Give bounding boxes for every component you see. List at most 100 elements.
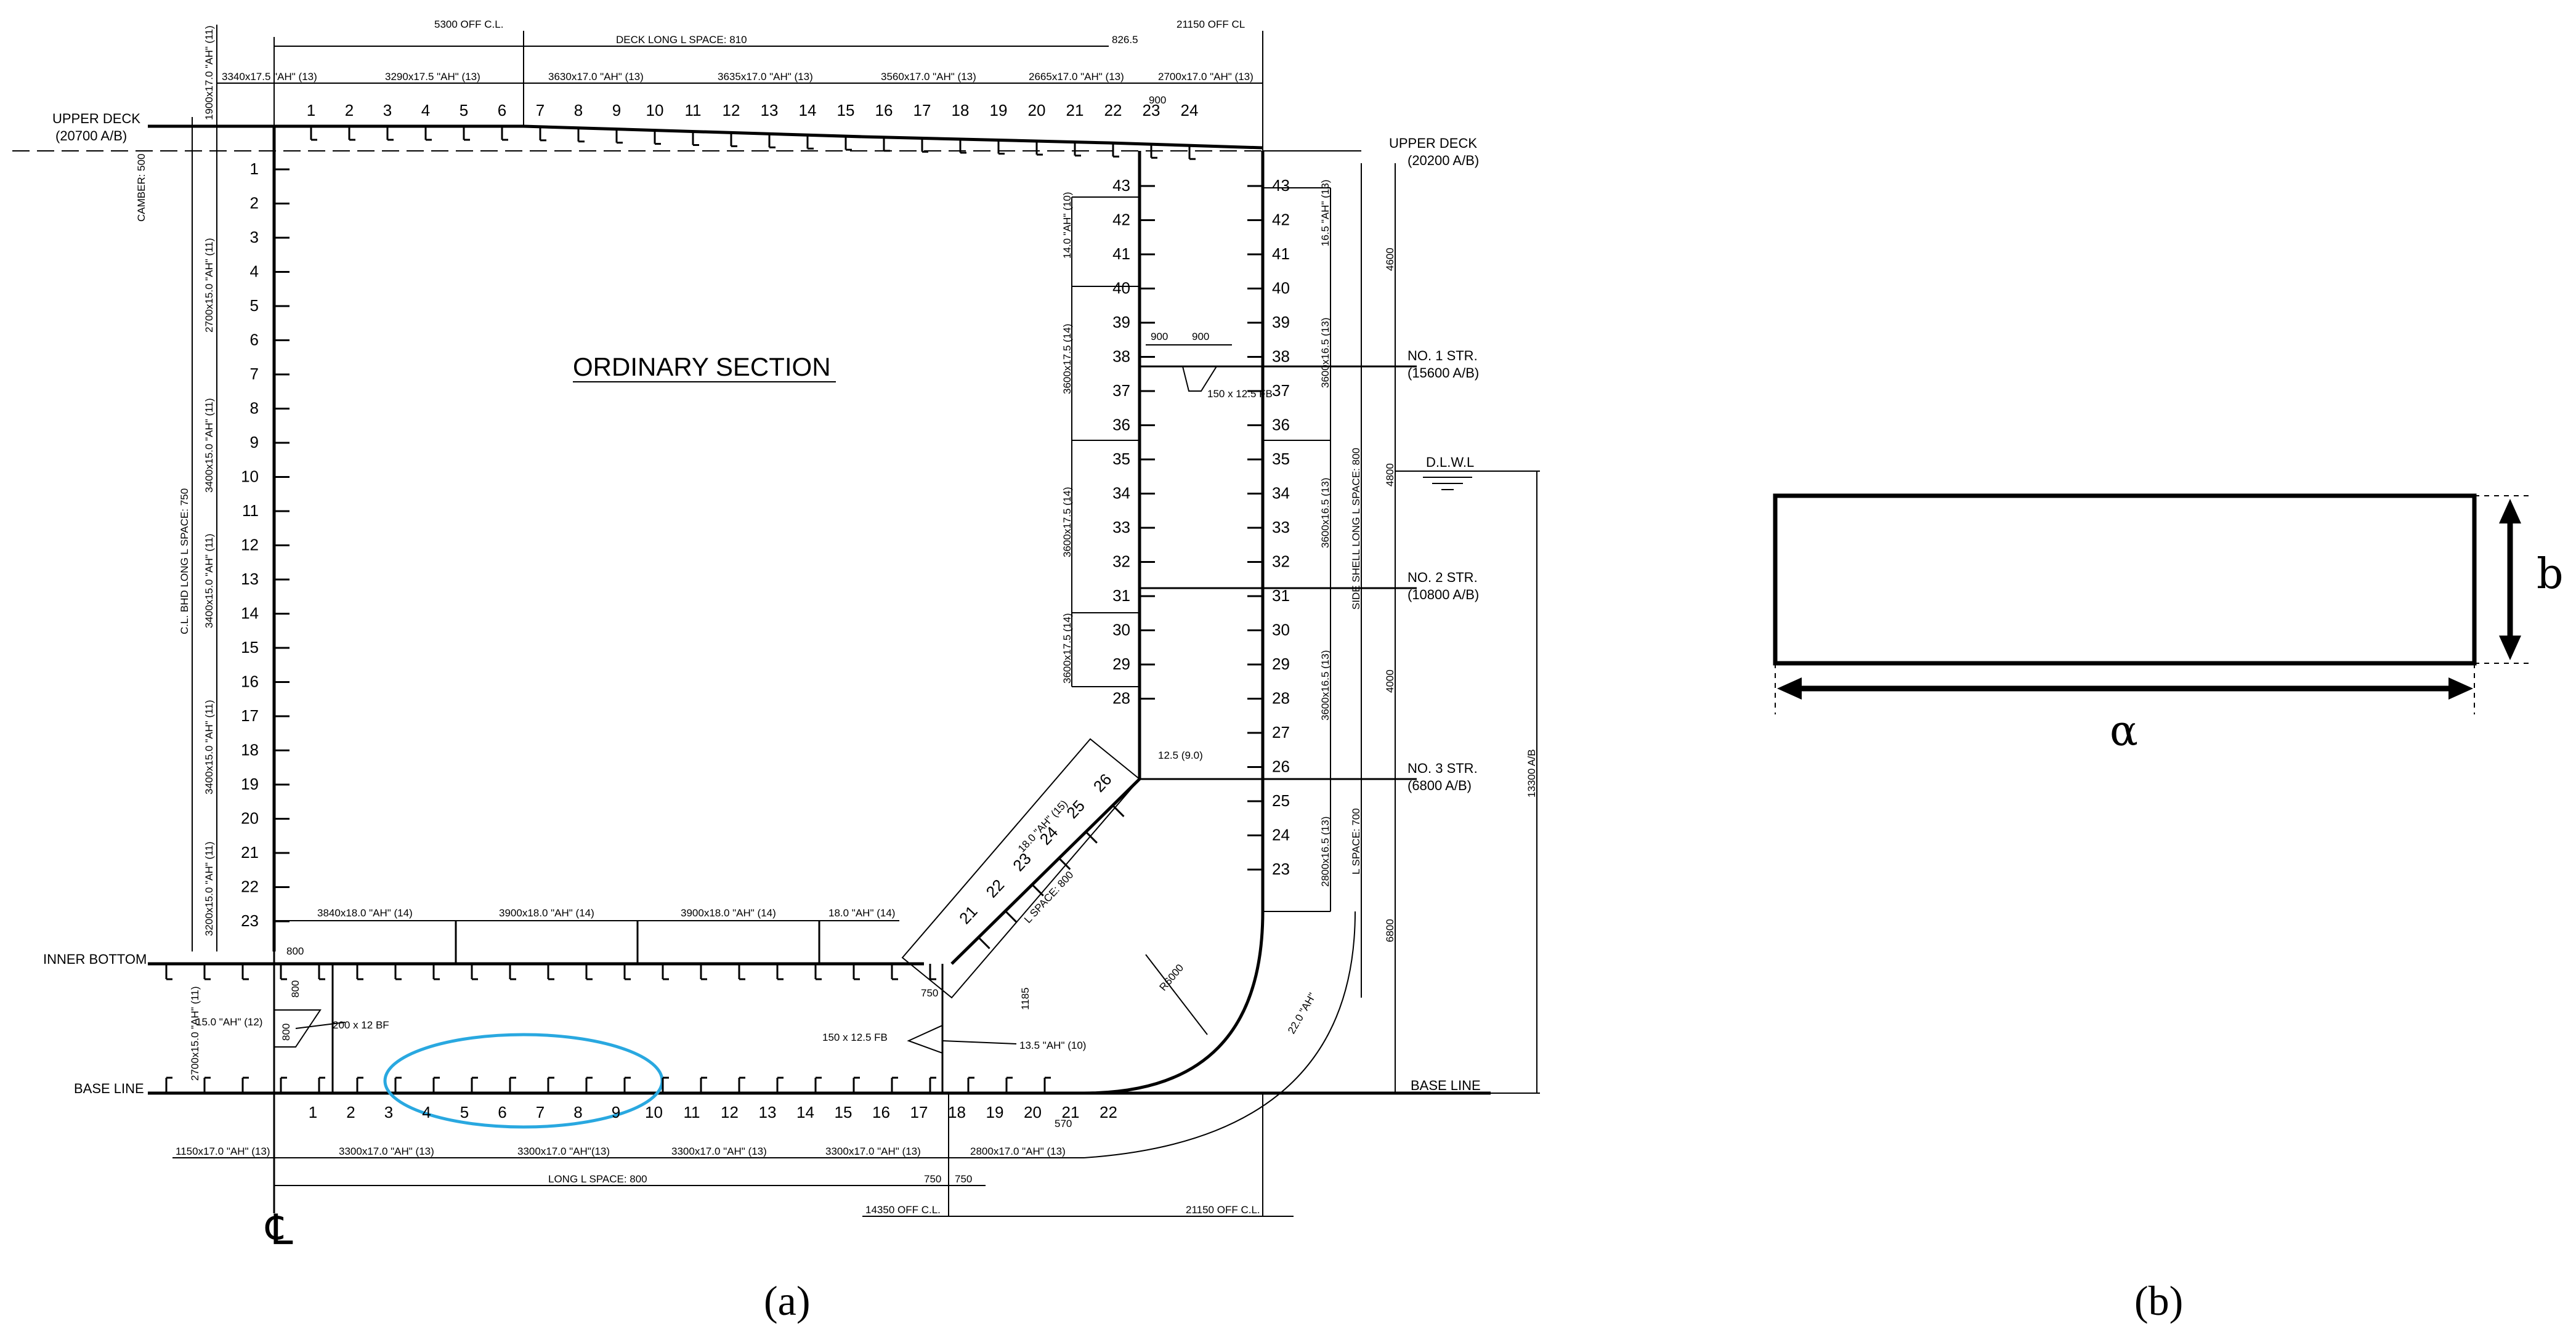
dlwl-label: D.L.W.L (1426, 454, 1474, 470)
fb-lower-label: 150 x 12.5 FB (822, 1032, 888, 1043)
cl-bhd-longitudinal-label: 6 (250, 331, 259, 349)
height-13300: 13300 A/B (1526, 749, 1537, 798)
hopper-longitudinal-tick (1058, 857, 1071, 870)
hopper-longitudinal-tick (1112, 804, 1125, 817)
cl-bhd-longitudinal-label: 2 (250, 194, 259, 212)
hopper-longitudinal-label: 26 (1090, 770, 1116, 796)
side-shell-longitudinal-label: 29 (1272, 655, 1290, 673)
cl-bhd-longitudinal-label: 10 (241, 467, 259, 486)
longitudinal-stiffener-marks (165, 126, 1263, 1093)
width-arrowhead-right (2448, 677, 2473, 700)
base-line-right-label: BASE LINE (1411, 1078, 1481, 1093)
bottom-longitudinal-label: 7 (536, 1103, 545, 1121)
inner-bottom-label: INNER BOTTOM (43, 951, 147, 967)
bottom-plate-5: 3300x17.0 "AH" (13) (825, 1145, 921, 1157)
side-shell-longitudinal-label: 40 (1272, 279, 1290, 297)
cl-bhd-longitudinal-label: 16 (241, 673, 259, 691)
side-shell-longitudinal-label: 34 (1272, 484, 1290, 503)
side-shell-longitudinal-label: 32 (1272, 552, 1290, 571)
inner-hull-longitudinal-label: 32 (1112, 552, 1130, 571)
height-6800: 6800 (1384, 919, 1396, 942)
side-shell-longitudinal-label: 37 (1272, 381, 1290, 400)
inner-hull-longitudinal-label: 33 (1112, 518, 1130, 536)
cl-bhd-plate-1: 1900x17.0 "AH" (11) (203, 25, 215, 120)
fb-bracket-lower-leader (942, 1040, 1017, 1044)
inner-hull-longitudinal-label: 30 (1112, 621, 1130, 639)
ih-plate-1: 14.0 "AH" (10) (1061, 192, 1073, 259)
bottom-longitudinal-label: 10 (645, 1103, 663, 1121)
cl-bhd-plate-6: 3200x15.0 "AH" (11) (203, 841, 215, 936)
cl-bhd-longitudinal-label: 12 (241, 536, 259, 554)
deck-longitudinal-label: 4 (421, 101, 430, 119)
deck-longitudinal-label: 12 (723, 101, 740, 119)
off-cl-left: 5300 OFF C.L. (434, 18, 503, 30)
bottom-longitudinal-label: 17 (910, 1103, 928, 1121)
bilge-inner-curve (1083, 911, 1356, 1158)
deck-plate-7: 2700x17.0 "AH" (13) (1158, 71, 1254, 83)
hopper-plate (950, 778, 1141, 965)
hopper-longitudinal-label: 21 (955, 902, 981, 928)
bf-leader (295, 1022, 346, 1029)
bf-bracket (274, 1009, 322, 1048)
height-4800: 4800 (1384, 463, 1396, 487)
side-shell-longitudinal-label: 36 (1272, 416, 1290, 434)
cl-bhd-longitudinal-label: 7 (250, 365, 259, 383)
side-shell-longitudinal-label: 24 (1272, 826, 1290, 844)
bottom-longitudinal-label: 18 (948, 1103, 966, 1121)
deck-longitudinal-label: 15 (837, 101, 855, 119)
cl-bhd-plate-4: 3400x15.0 "AH" (11) (203, 533, 215, 628)
l-space-700: L SPACE: 700 (1350, 808, 1362, 875)
bilge-curve (1083, 911, 1265, 1095)
upper-deck-plating (148, 124, 1263, 150)
deck-longitudinal-label: 2 (345, 101, 354, 119)
bottom-longitudinal-label: 11 (684, 1103, 700, 1121)
cl-bhd-longitudinal-label: 21 (241, 843, 259, 862)
deck-longitudinal-label: 8 (574, 101, 583, 119)
side-shell-longitudinal-label: 39 (1272, 313, 1290, 331)
inner-hull-longitudinal-label: 38 (1112, 347, 1130, 366)
cl-bhd-longitudinal-label: 11 (242, 501, 259, 520)
side-shell-longitudinal-label: 43 (1272, 176, 1290, 195)
bottom-plate-6: 2800x17.0 "AH" (13) (970, 1145, 1066, 1157)
width-label: α (2110, 707, 2138, 756)
cl-bhd-space: C.L. BHD LONG L SPACE: 750 (179, 488, 190, 634)
side-shell-longitudinal-label: 25 (1272, 791, 1290, 810)
cl-bhd-longitudinal-label: 17 (241, 706, 259, 725)
deck-longitudinal-label: 17 (913, 101, 931, 119)
side-shell-longitudinal-label: 26 (1272, 757, 1290, 776)
hopper-plate-label: 18.0 "AH" (15) (1016, 798, 1070, 854)
height-4000: 4000 (1384, 669, 1396, 693)
cl-bhd-plate-3: 3400x15.0 "AH" (11) (203, 398, 215, 493)
deck-longitudinal-label: 20 (1028, 101, 1046, 119)
side-shell-longitudinal-label: 28 (1272, 689, 1290, 708)
bottom-longitudinal-label: 8 (573, 1103, 582, 1121)
no3-str-height: (6800 A/B) (1407, 778, 1472, 793)
ih-plate-2: 3600x17.5 (14) (1061, 324, 1073, 394)
inner-hull-longitudinal-label: 35 (1112, 450, 1130, 468)
cl-bhd-longitudinal-label: 23 (241, 911, 259, 930)
dim-750-ib: 750 (921, 987, 938, 999)
dim-800-left: 800 (286, 945, 304, 957)
deck-plate-3: 3630x17.0 "AH" (13) (548, 71, 644, 83)
no1-str-height: (15600 A/B) (1407, 365, 1479, 381)
ih-plate-4: 3600x17.5 (14) (1061, 613, 1073, 684)
bracket-900b: 900 (1192, 331, 1209, 342)
inner-hull-longitudinal-label: 43 (1112, 176, 1130, 195)
cl-bhd-longitudinal-label: 3 (250, 228, 259, 246)
dim-900-top: 900 (1149, 94, 1166, 106)
hopper-longitudinal-tick (1005, 910, 1018, 923)
deck-plate-2: 3290x17.5 "AH" (13) (385, 71, 480, 83)
dim-1185: 1185 (1019, 987, 1031, 1010)
bottom-longitudinal-label: 16 (872, 1103, 890, 1121)
deck-longitudinal-label: 7 (536, 101, 545, 119)
side-shell-longitudinal-label: 30 (1272, 621, 1290, 639)
caption-b: (b) (2134, 1277, 2183, 1324)
ib-plate-2: 3900x18.0 "AH" (14) (499, 907, 594, 919)
bottom-longitudinal-label: 5 (460, 1103, 469, 1121)
fb-bracket-lower (907, 1024, 943, 1054)
side-shell-longitudinal-label: 41 (1272, 244, 1290, 263)
side-shell-longitudinal-label: 42 (1272, 211, 1290, 229)
deck-longitudinal-label: 19 (990, 101, 1008, 119)
inner-hull-longitudinal-label: 31 (1112, 586, 1130, 605)
bottom-longitudinal-label: 20 (1024, 1103, 1042, 1121)
